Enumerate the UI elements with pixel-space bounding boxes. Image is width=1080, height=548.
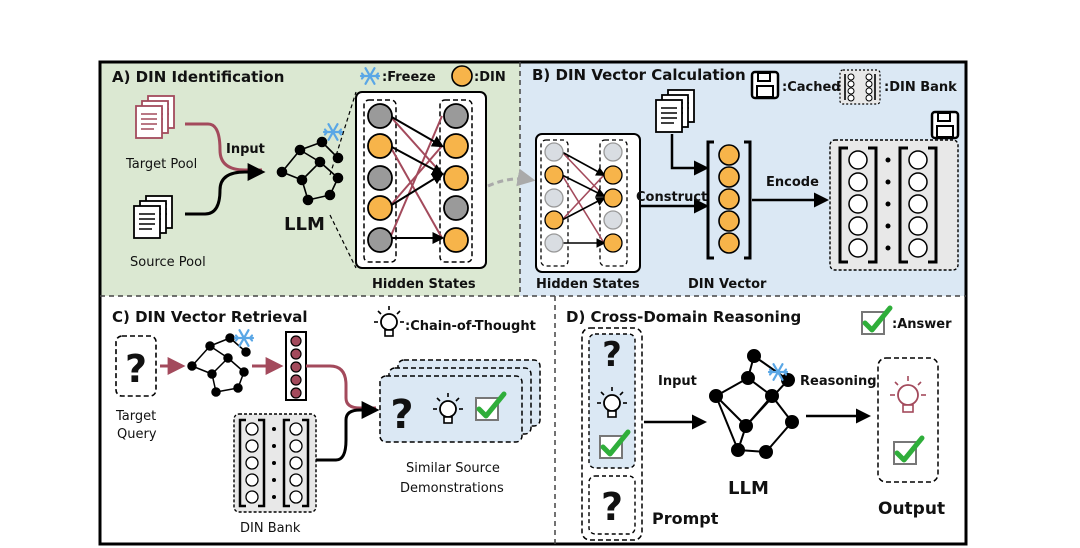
output-label: Output — [878, 499, 945, 519]
prompt-box — [581, 327, 643, 541]
hidden-states-label-b: Hidden States — [536, 277, 640, 292]
hidden-state-nodes-right — [443, 103, 469, 253]
panel-c-title: C) DIN Vector Retrieval — [112, 308, 308, 326]
din-bank-legend-icon — [839, 69, 881, 105]
din-vector-icon — [706, 140, 752, 260]
snowflake-icon — [233, 329, 255, 347]
hidden-state-connections — [389, 115, 445, 244]
panel-a-to-b-arrow — [487, 168, 536, 188]
din-bank-icon-c — [233, 413, 317, 513]
llm-network-icon-d — [709, 349, 799, 459]
similar-label-1: Similar Source — [406, 461, 500, 476]
hidden-layer-right — [439, 99, 473, 263]
zoom-line-bottom — [329, 214, 357, 269]
din-legend-icon — [451, 65, 473, 87]
legend-cached-label: :Cached — [782, 80, 841, 95]
panel-b-title: B) DIN Vector Calculation — [532, 66, 746, 84]
lightbulb-icon — [373, 305, 405, 337]
bank-to-retrieval-arrow — [316, 401, 380, 462]
vector-to-retrieval-arrow — [306, 364, 376, 410]
hidden-state-connections-b — [561, 151, 606, 248]
target-query-label-1: Target — [115, 409, 156, 424]
legend-answer-label: :Answer — [892, 317, 952, 332]
input-label-d: Input — [658, 374, 697, 389]
hidden-layer-left-b — [540, 139, 569, 267]
panel-d-title: D) Cross-Domain Reasoning — [566, 308, 801, 326]
question-mark-icon: ? — [125, 347, 147, 391]
construct-label: Construct — [636, 190, 707, 205]
target-pool-label: Target Pool — [125, 157, 197, 172]
hidden-states-label-a: Hidden States — [372, 277, 476, 292]
target-pool-icon — [135, 95, 175, 139]
prompt-label: Prompt — [652, 509, 719, 528]
figure-border — [98, 60, 968, 546]
floppy-disk-icon — [930, 110, 960, 140]
target-query-box — [115, 335, 157, 397]
llm-label-a: LLM — [284, 214, 325, 235]
question-mark-icon: ? — [390, 392, 413, 438]
legend-din-bank-label: :DIN Bank — [884, 80, 957, 95]
din-bank-label-c: DIN Bank — [240, 521, 301, 536]
din-bank-icon-b — [829, 139, 959, 271]
zoom-line-top — [329, 91, 357, 176]
llm-label-d: LLM — [728, 478, 769, 499]
hidden-state-nodes-b — [544, 142, 623, 253]
reasoning-label: Reasoning — [800, 374, 877, 389]
query-box-d — [588, 475, 636, 535]
lightbulb-icon — [890, 376, 926, 413]
doc-to-vector-arrow — [670, 134, 709, 176]
hidden-layer-left — [363, 99, 397, 263]
question-mark-icon: ? — [601, 485, 623, 529]
encode-label: Encode — [766, 175, 819, 190]
target-query-label-2: Query — [117, 427, 157, 442]
din-vector-label: DIN Vector — [688, 277, 767, 292]
question-mark-icon: ? — [602, 335, 622, 375]
hidden-state-nodes-left — [367, 103, 393, 253]
check-icon — [862, 308, 890, 334]
input-label-a: Input — [226, 142, 265, 157]
similar-label-2: Demonstrations — [400, 481, 504, 496]
similar-demonstrations-stack: ? — [379, 359, 541, 443]
query-din-vector-icon — [285, 331, 307, 401]
document-icon-b — [655, 89, 695, 133]
hidden-layer-right-b — [599, 139, 628, 267]
llm-network-icon-a — [276, 136, 344, 206]
source-to-llm-arrow — [185, 163, 266, 216]
floppy-disk-icon — [750, 70, 780, 100]
source-pool-label: Source Pool — [130, 255, 206, 270]
legend-cot-label: :Chain-of-Thought — [405, 319, 536, 334]
legend-din-label: :DIN — [474, 70, 506, 85]
legend-freeze-label: :Freeze — [382, 70, 436, 85]
llm-network-icon-c — [187, 333, 251, 397]
panel-a-title: A) DIN Identification — [112, 68, 284, 86]
target-to-llm-arrow — [185, 122, 262, 172]
source-pool-icon — [133, 195, 173, 239]
